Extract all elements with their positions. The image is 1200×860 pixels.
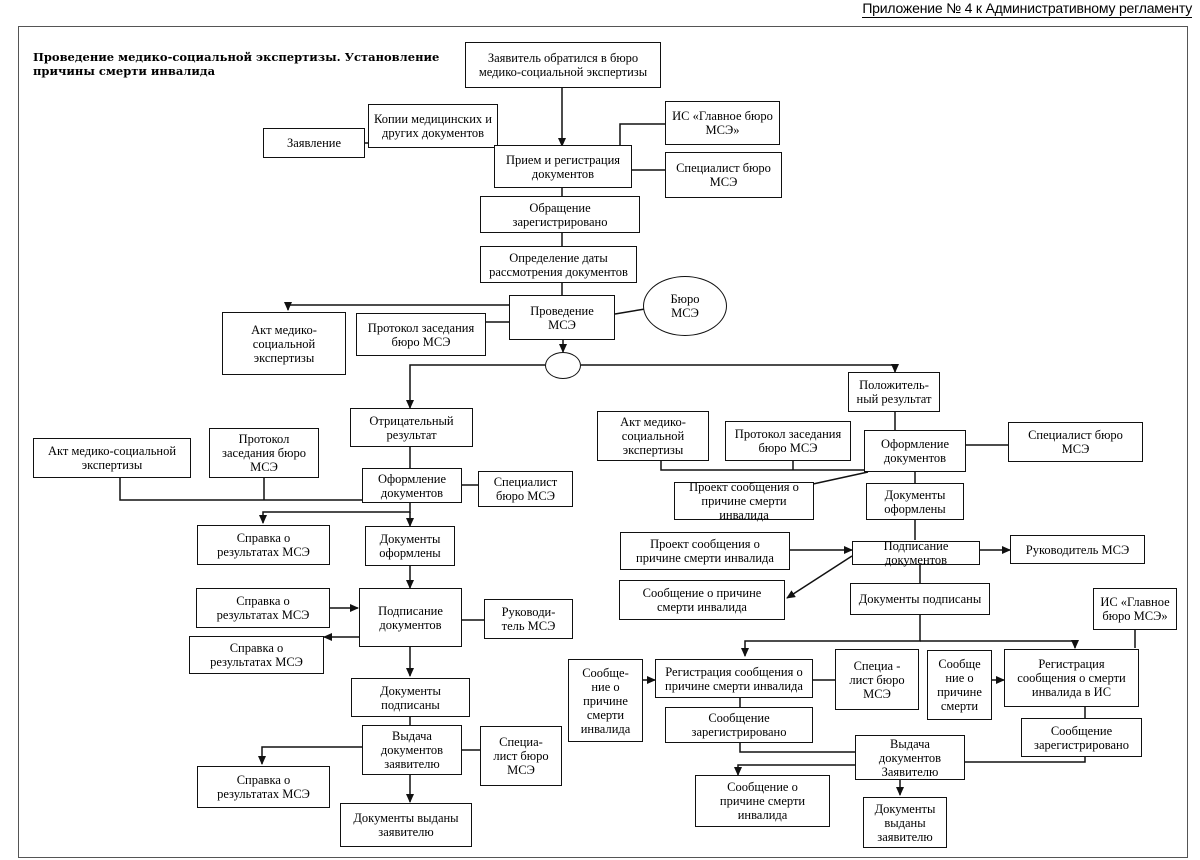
node-death-message: Сообщение о причине смерти инвалида (695, 775, 830, 827)
node-protocol: Протокол заседания бюро МСЭ (209, 428, 319, 478)
node-statement: Заявление (263, 128, 365, 158)
node-act: Акт медико- социальной экспертизы (597, 411, 709, 461)
node-bureau-mse: Бюро МСЭ (643, 276, 727, 336)
connector (284, 302, 509, 311)
node-date-definition: Определение даты рассмотрения документов (480, 246, 637, 283)
node-signing: Подписание документов (852, 539, 980, 567)
node-conduct-mse: Проведение МСЭ (509, 295, 615, 340)
connector (614, 308, 646, 315)
node-documents-prepared: Документы оформлены (365, 526, 455, 566)
node-specialist: Специа- лист бюро МСЭ (480, 726, 562, 786)
diagram-title: Проведение медико-социальной экспертизы.… (33, 50, 440, 78)
connector (741, 615, 921, 657)
node-documents-issued: Документы выданы заявителю (340, 803, 472, 847)
connector (786, 555, 853, 599)
node-documents-prepared: Документы оформлены (866, 483, 964, 520)
node-specialist: Специалист бюро МСЭ (665, 152, 782, 198)
diagram-frame (18, 26, 1188, 858)
node-register-message: Регистрация сообщения о причине смерти и… (655, 659, 813, 698)
connector (739, 743, 855, 753)
node-documents-signed: Документы подписаны (351, 678, 470, 717)
node-act: Акт медико- социальной экспертизы (222, 312, 346, 375)
node-documents-issued: Документы выданы заявителю (863, 797, 947, 848)
node-document-preparation: Оформление документов (864, 430, 966, 472)
node-protocol: Протокол заседания бюро МСЭ (725, 421, 851, 461)
connector (258, 746, 362, 765)
node-message-registered: Сообщение зарегистрировано (1021, 718, 1142, 757)
connector (920, 640, 1079, 649)
node-negative-result: Отрицательный результат (350, 408, 473, 447)
node-register-in-is: Регистрация сообщения о смерти инвалида … (1004, 649, 1139, 707)
connector (119, 478, 362, 501)
node-protocol: Протокол заседания бюро МСЭ (356, 313, 486, 356)
decision-node (545, 352, 581, 379)
node-copies: Копии медицинских и других документов (368, 104, 498, 148)
node-specialist: Специалист бюро МСЭ (478, 471, 573, 507)
node-applicant: Заявитель обратился в бюро медико-социал… (465, 42, 661, 88)
node-death-message: Сообще ние о причине смерти (927, 650, 992, 720)
node-is-main-bureau: ИС «Главное бюро МСЭ» (1093, 588, 1177, 630)
connector (965, 757, 1086, 763)
node-reception: Прием и регистрация документов (494, 145, 632, 188)
document-header: Приложение № 4 к Административному регла… (862, 0, 1192, 18)
node-draft-message: Проект сообщения о причине смерти инвали… (674, 480, 814, 522)
node-documents-signed: Документы подписаны (850, 583, 990, 615)
node-positive-result: Положитель- ный результат (848, 372, 940, 412)
node-is-main-bureau: ИС «Главное бюро МСЭ» (665, 101, 780, 145)
connector (406, 364, 545, 409)
node-head: Руководи- тель МСЭ (484, 599, 573, 639)
node-message-registered: Сообщение зарегистрировано (665, 707, 813, 743)
node-death-message: Сообще- ние о причине смерти инвалида (568, 659, 643, 742)
connector (812, 471, 869, 485)
node-signing: Подписание документов (359, 588, 462, 647)
node-certificate: Справка о результатах МСЭ (196, 588, 330, 628)
node-issue-documents: Выдача документов Заявителю (855, 735, 965, 780)
node-document-preparation: Оформление документов (362, 468, 462, 503)
connector (660, 458, 868, 471)
connector (619, 123, 665, 145)
node-certificate: Справка о результатах МСЭ (197, 766, 330, 808)
node-specialist: Специалист бюро МСЭ (1008, 422, 1143, 462)
node-registered: Обращение зарегистрировано (480, 196, 640, 233)
node-certificate: Справка о результатах МСЭ (189, 636, 324, 674)
node-head: Руководитель МСЭ (1010, 535, 1145, 564)
connector (581, 364, 899, 373)
node-certificate: Справка о результатах МСЭ (197, 525, 330, 565)
connector (734, 764, 858, 776)
node-draft-message: Проект сообщения о причине смерти инвали… (620, 532, 790, 570)
connector (259, 503, 411, 524)
node-specialist: Специа - лист бюро МСЭ (835, 649, 919, 710)
node-act: Акт медико-социальной экспертизы (33, 438, 191, 478)
node-death-message: Сообщение о причине смерти инвалида (619, 580, 785, 620)
node-issue-documents: Выдача документов заявителю (362, 725, 462, 775)
